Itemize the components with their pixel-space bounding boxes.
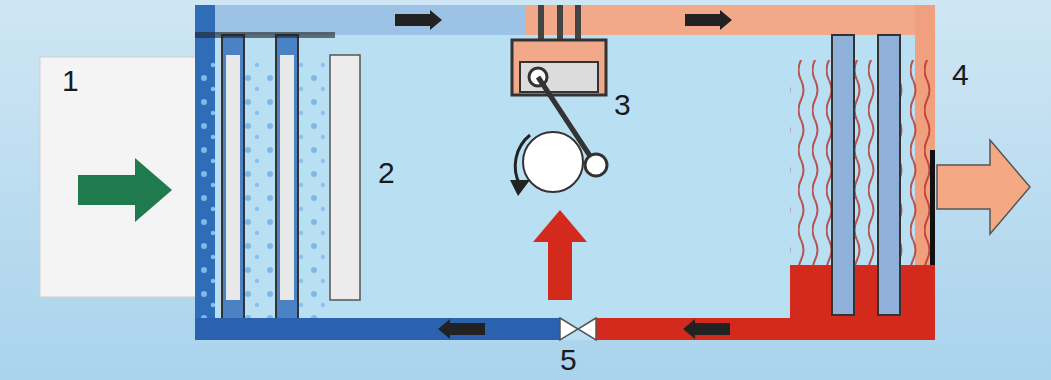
callout-number: 2 — [378, 158, 395, 188]
callout-number: 4 — [952, 60, 969, 90]
liquid-pipe-cold — [195, 318, 560, 340]
condenser-heat — [790, 60, 935, 265]
discharge-pipe — [525, 5, 935, 35]
evaporator-plate — [222, 35, 360, 325]
input-arrow — [78, 158, 172, 222]
callout-number: 3 — [614, 90, 631, 120]
source-box — [40, 57, 196, 297]
flow-arrow — [438, 319, 485, 339]
suction-pipe — [195, 5, 525, 35]
flow-arrow — [395, 10, 442, 30]
liquid-pipe-hot — [596, 318, 935, 340]
condenser-plate — [832, 35, 900, 315]
circuit-ground — [195, 10, 935, 340]
callout-number: 1 — [62, 66, 79, 96]
compressor — [510, 5, 607, 196]
callout-number: 5 — [560, 345, 577, 375]
output-arrow — [937, 140, 1030, 234]
flow-arrow — [685, 10, 732, 30]
evaporator-bubbles — [195, 60, 330, 340]
flow-arrow — [683, 319, 730, 339]
energy-input-arrow — [533, 210, 587, 300]
expansion-valve — [560, 318, 596, 340]
